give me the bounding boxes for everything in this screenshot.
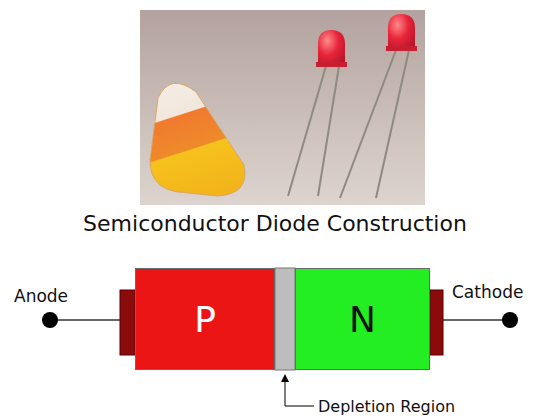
- terminal-label: Cathode: [452, 282, 523, 302]
- leader-arrowhead: [281, 374, 289, 382]
- diagram-title: Semiconductor Diode Construction: [0, 211, 550, 236]
- led-rim: [386, 46, 417, 51]
- led-rim: [316, 62, 347, 67]
- p-region: P: [135, 268, 275, 370]
- photo: [140, 10, 425, 205]
- region-letter: P: [194, 299, 216, 340]
- depletion-band: [275, 268, 295, 370]
- region-letter: N: [349, 299, 376, 340]
- cathode-wire: [443, 319, 510, 321]
- diode-wires: [42, 268, 518, 406]
- cathode-contact: [430, 290, 443, 355]
- anode-contact: [120, 290, 135, 355]
- photo-background: [140, 10, 425, 205]
- n-region: N: [295, 268, 430, 370]
- callout-label: Depletion Region: [318, 397, 455, 416]
- anode-wire: [50, 319, 120, 321]
- led: [318, 30, 345, 66]
- cathode-terminal-dot: [502, 312, 518, 328]
- leader-line: [285, 382, 314, 406]
- anode-terminal-dot: [42, 312, 58, 328]
- candy-corn: [150, 83, 245, 196]
- terminal-label: Anode: [14, 286, 68, 306]
- led: [388, 14, 415, 50]
- led-leads: [288, 50, 409, 198]
